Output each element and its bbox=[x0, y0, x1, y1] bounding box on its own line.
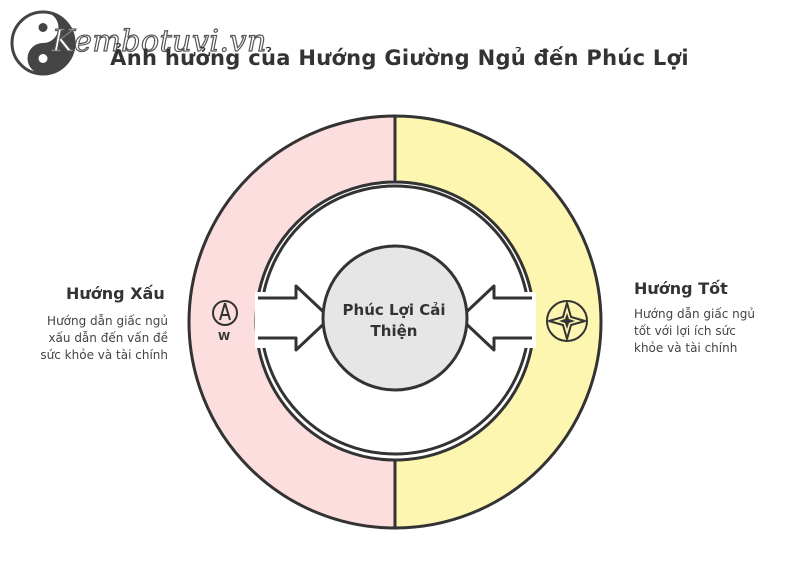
center-label-line2: Thiện bbox=[370, 322, 418, 340]
center-circle bbox=[321, 244, 469, 392]
good-half-ring bbox=[393, 114, 603, 530]
watermark: Kembotuvi.vn bbox=[51, 23, 267, 59]
center-label-line1: Phúc Lợi Cải bbox=[342, 301, 446, 319]
center-label: Phúc Lợi Cải Thiện bbox=[324, 300, 464, 342]
bad-direction-description: Hướng dẫn giấc ngủ xấu dẫn đến vấn đề sứ… bbox=[40, 314, 168, 362]
compass-west-letter: W bbox=[218, 330, 231, 343]
good-direction-description: Hướng dẫn giấc ngủ tốt với lợi ích sức k… bbox=[634, 307, 755, 355]
bad-half-ring bbox=[187, 114, 397, 530]
bad-direction-title: Hướng Xấu bbox=[66, 284, 165, 303]
good-direction-title: Hướng Tốt bbox=[634, 279, 728, 298]
compass-west-icon bbox=[212, 300, 238, 326]
page-title: Ảnh hưởng của Hướng Giường Ngủ đến Phúc … bbox=[110, 46, 689, 70]
yin-yang-logo-icon bbox=[10, 10, 76, 76]
compass-rose-icon bbox=[546, 300, 588, 342]
